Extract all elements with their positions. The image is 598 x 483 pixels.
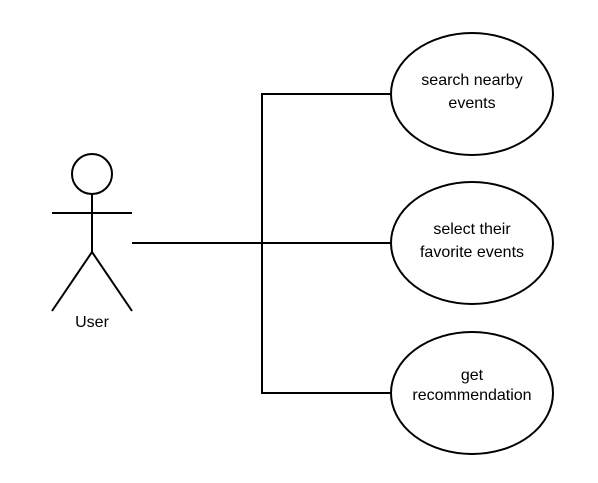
use-case-label-line1: get [461,367,484,384]
actor-label: User [75,314,109,331]
use-case-get-recommendation[interactable]: get recommendation [390,331,554,455]
use-case-label-line1: select their [433,221,511,238]
actor-user[interactable]: User [51,153,133,331]
use-case-search-nearby-events[interactable]: search nearby events [390,32,554,156]
use-case-label-line2: events [448,95,495,112]
use-case-ellipse [390,32,554,156]
use-case-label-line1: search nearby [421,72,522,89]
actor-left-leg [51,251,93,312]
use-case-label-line2: favorite events [420,244,524,261]
association-lines [132,93,390,394]
actor-right-leg [91,251,133,312]
use-case-ellipse [390,181,554,305]
use-case-label-line2: recommendation [412,387,531,404]
use-case-ellipse [390,331,554,455]
association-branch-line [261,93,390,394]
use-case-select-favorite-events[interactable]: select their favorite events [390,181,554,305]
actor-head [71,153,113,195]
